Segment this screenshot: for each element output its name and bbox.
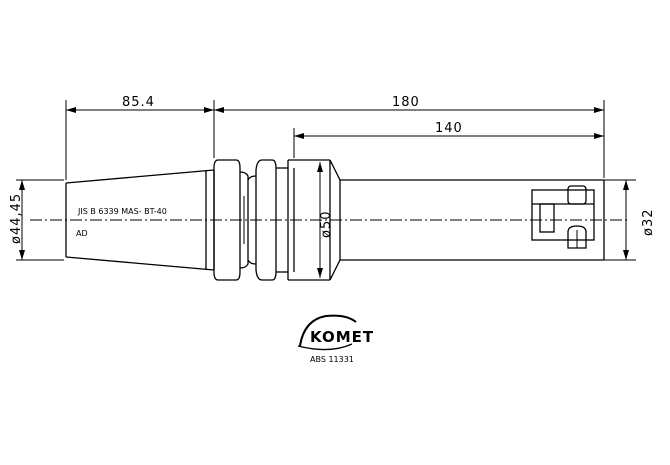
standard-label: JIS B 6339 MAS- BT-40	[77, 207, 167, 216]
flange	[213, 159, 289, 281]
komet-logo-swoosh	[297, 314, 357, 351]
dimension-lines	[21, 109, 627, 278]
shank	[339, 179, 605, 261]
komet-logo-text: KOMET	[310, 328, 374, 346]
arrowheads	[19, 107, 629, 278]
taper-mark: AD	[76, 229, 88, 238]
dim-overall-length: 180	[392, 95, 420, 110]
dim-taper-diameter: ø44,45	[9, 193, 24, 244]
dim-shank-diameter: ø32	[641, 209, 656, 237]
dim-shank-length: 140	[435, 121, 463, 136]
dim-taper-length: 85.4	[122, 95, 155, 110]
clamping-screw	[531, 185, 595, 249]
part-number: ABS 11331	[310, 355, 354, 364]
collar	[288, 159, 341, 281]
dim-collar-diameter: ø50	[319, 211, 334, 239]
